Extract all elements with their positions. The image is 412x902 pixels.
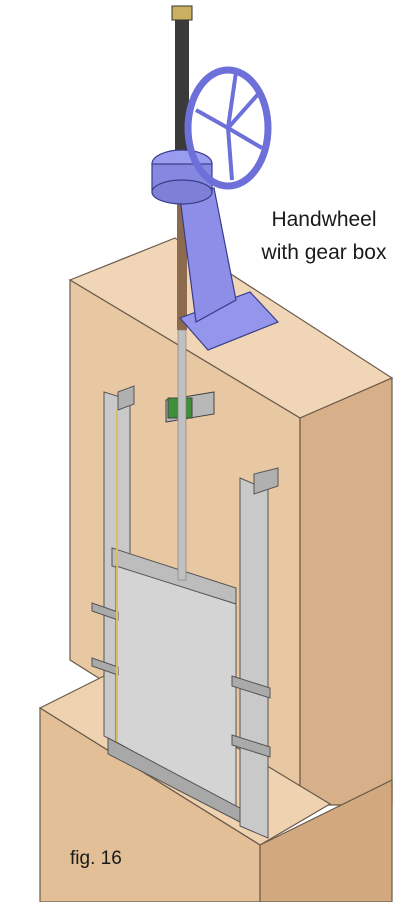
- stem-middle: [177, 200, 187, 330]
- handwheel-callout: Handwheel with gear box: [236, 203, 412, 269]
- gate-frame: [91, 385, 279, 839]
- right-bracket-upper: [231, 675, 271, 699]
- gate-bottom-beam: [107, 737, 241, 823]
- right-guide-rail: [239, 477, 269, 839]
- stem-lower: [177, 329, 187, 581]
- gearbox-base: [151, 179, 213, 205]
- wall-side-face: [299, 377, 393, 806]
- handwheel-spoke-4: [195, 108, 229, 130]
- handwheel-spoke-5: [226, 71, 238, 129]
- callout-line-2: with gear box: [261, 241, 387, 264]
- right-guide-flange: [253, 467, 279, 495]
- gearbox-pedestal: [151, 149, 280, 351]
- handwheel-rim: [184, 66, 272, 190]
- right-bracket-lower: [231, 734, 271, 758]
- handwheel-spoke-3: [226, 127, 234, 181]
- stem-nut: [171, 5, 193, 21]
- handwheel-spoke-2: [226, 126, 264, 150]
- base-side-face: [259, 779, 393, 902]
- base-front-face: [39, 706, 261, 902]
- handwheel-spoke-1: [226, 90, 262, 130]
- handwheel: [184, 66, 272, 190]
- callout-line-1: Handwheel: [271, 208, 377, 231]
- figure-caption: fig. 16: [70, 848, 122, 869]
- left-guide-flange: [117, 385, 135, 411]
